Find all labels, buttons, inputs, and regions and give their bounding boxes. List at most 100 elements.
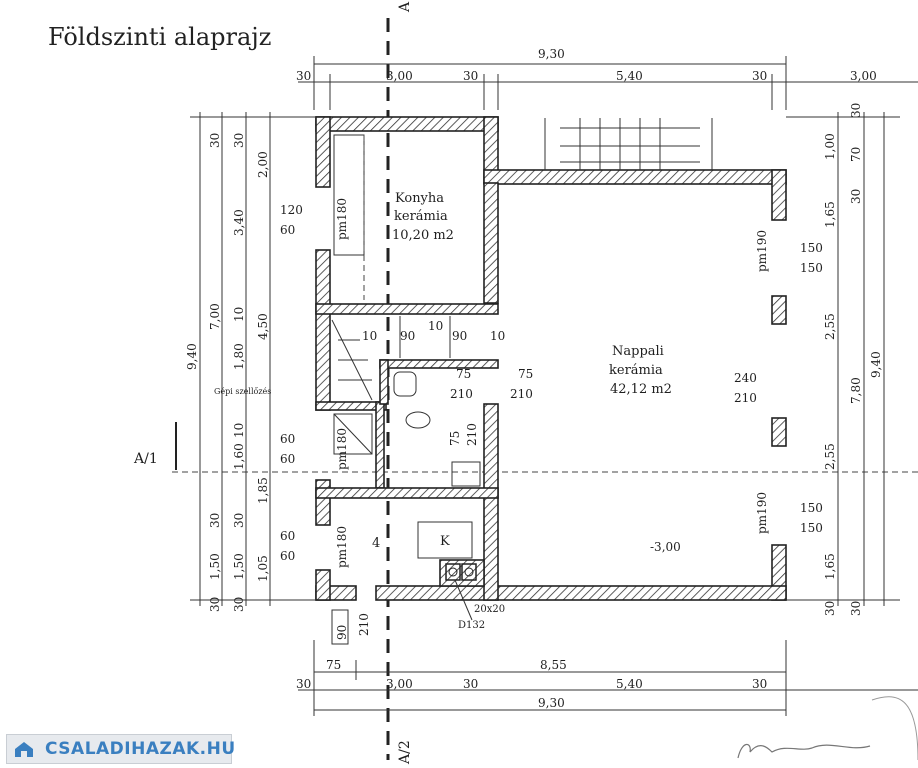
boiler-box (417, 521, 473, 559)
dim-top-total: 9,30 (538, 47, 565, 61)
section-marker-bottom: A/2 (397, 740, 413, 765)
dim-right-c2-5: 30 (849, 601, 863, 616)
dim-left-c2-5: 30 (208, 597, 222, 612)
section-marker-top: A (397, 1, 413, 13)
dim-right-c2-2: 70 (849, 147, 863, 162)
kitchen-name: Konyha (395, 191, 444, 206)
dim-door-8: 90 (335, 625, 349, 640)
dim-door-6: 210 (465, 423, 479, 446)
top-dimensions: 9,30 30 3,00 30 5,40 30 3,00 (296, 47, 918, 110)
interior-stair (331, 316, 451, 401)
room-4-label: 4 (372, 536, 380, 551)
dim-left-c3-6: 1,60 (232, 443, 246, 470)
dim-right-c1-4: 2,55 (823, 443, 837, 470)
boiler-label: K (440, 534, 450, 549)
dim-bottom-2: 8,55 (540, 658, 567, 672)
dim-left-c2-4: 1,50 (208, 553, 222, 580)
section-marker-left: A/1 (133, 451, 158, 467)
dim-left-c3-5: 10 (232, 423, 246, 438)
left-dimensions: 9,40 30 7,00 30 1,50 30 30 3,40 10 1,80 … (185, 112, 316, 612)
right-dimensions: 1,00 1,65 2,55 2,55 1,65 30 30 70 30 7,8… (734, 103, 900, 616)
watermark-text: CSALADIHAZAK.HU (45, 739, 236, 759)
dim-bottom-5: 30 (463, 677, 478, 691)
kitchen-area: 10,20 m2 (392, 228, 454, 243)
dim-left-c3-3: 10 (232, 307, 246, 322)
dim-left-c3-8: 1,50 (232, 553, 246, 580)
dim-left-c3-4: 1,80 (232, 343, 246, 370)
washing-machine (451, 461, 481, 487)
dim-left-c4-2: 4,50 (256, 313, 270, 340)
window-label-living-bottom: pm190 (755, 492, 769, 534)
dim-door-7: 210 (357, 613, 371, 636)
interior-dimensions: 10 90 10 90 10 75 210 75 210 75 210 210 … (331, 319, 533, 645)
dim-right-c1-2: 1,65 (823, 201, 837, 228)
dim-door-4: 210 (510, 387, 533, 401)
dim-stair-1: 10 (362, 329, 377, 343)
dim-top-seg-6: 3,00 (850, 69, 877, 83)
flue-size: 20x20 (474, 604, 505, 615)
dim-right-open-1: 150 (800, 241, 823, 255)
floor-level: -3,00 (650, 540, 681, 554)
dim-door-1: 75 (456, 367, 471, 381)
exterior-stair (544, 118, 713, 170)
living-name: Nappali (612, 344, 664, 359)
window-label-kitchen: pm180 (335, 198, 349, 240)
window-label-bath: pm180 (335, 428, 349, 470)
dim-door-2: 210 (450, 387, 473, 401)
dim-left-open-4: 60 (280, 452, 295, 466)
dim-left-c2-1: 30 (208, 133, 222, 148)
living-area: 42,12 m2 (610, 382, 672, 397)
dim-top-seg-4: 5,40 (616, 69, 643, 83)
dim-bottom-1: 75 (326, 658, 341, 672)
flue-code: D132 (458, 620, 485, 631)
dim-left-c2-2: 7,00 (208, 303, 222, 330)
living-floor: kerámia (609, 363, 663, 378)
dim-left-c4-4: 1,05 (256, 555, 270, 582)
dim-stair-5: 10 (490, 329, 505, 343)
dim-left-c4-3: 1,85 (256, 477, 270, 504)
dim-bottom-total: 9,30 (538, 696, 565, 710)
dim-right-c2-3: 30 (849, 189, 863, 204)
dim-left-open-3: 60 (280, 432, 295, 446)
dim-right-c1-3: 2,55 (823, 313, 837, 340)
dim-right-c1-6: 30 (823, 601, 837, 616)
flue-1 (445, 563, 461, 581)
kitchen-floor: kerámia (394, 209, 448, 224)
dim-right-outer: 9,40 (869, 351, 883, 378)
dim-bottom-7: 30 (752, 677, 767, 691)
dim-bottom-4: 3,00 (386, 677, 413, 691)
dim-bottom-6: 5,40 (616, 677, 643, 691)
dim-left-outer: 9,40 (185, 343, 199, 370)
bottom-dimensions: 75 8,55 30 3,00 30 5,40 30 9,30 (296, 640, 918, 716)
watermark-banner: CSALADIHAZAK.HU (6, 734, 235, 764)
dim-bottom-3: 30 (296, 677, 311, 691)
flue-2 (461, 563, 477, 581)
washbasin (405, 411, 431, 429)
plan-title: Földszinti alaprajz (48, 23, 271, 51)
dim-right-c1-5: 1,65 (823, 553, 837, 580)
dim-left-open-6: 60 (280, 549, 295, 563)
dim-right-c2-4: 7,80 (849, 377, 863, 404)
dim-left-open-1: 120 (280, 203, 303, 217)
dim-left-c3-1: 30 (232, 133, 246, 148)
dim-right-open-3: 240 (734, 371, 757, 385)
dim-right-c2-1: 30 (849, 103, 863, 118)
signature (737, 743, 871, 759)
house-icon (15, 742, 33, 757)
dim-stair-2: 90 (400, 329, 415, 343)
dim-left-open-5: 60 (280, 529, 295, 543)
dim-stair-3: 10 (428, 319, 443, 333)
dim-door-3: 75 (518, 367, 533, 381)
dim-left-c3-9: 30 (232, 597, 246, 612)
dim-door-5: 75 (448, 431, 462, 446)
dim-top-seg-5: 30 (752, 69, 767, 83)
dim-top-seg-2: 3,00 (386, 69, 413, 83)
dim-left-c3-2: 3,40 (232, 209, 246, 236)
side-label: Gépi szellőzés (214, 387, 271, 396)
dim-right-open-4: 210 (734, 391, 757, 405)
window-label-room4: pm180 (335, 526, 349, 568)
dim-top-seg-1: 30 (296, 69, 311, 83)
dim-right-open-2: 150 (800, 261, 823, 275)
dim-left-c3-7: 30 (232, 513, 246, 528)
